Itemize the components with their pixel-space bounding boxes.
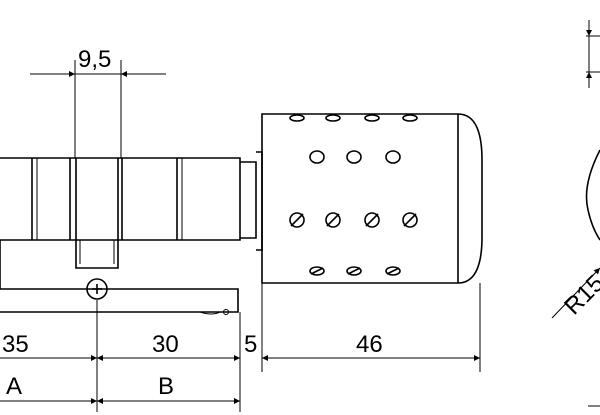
cylinder-body (0, 157, 241, 315)
thumb-turn-knob (261, 113, 483, 284)
bottom-dimensions: 35 30 5 46 A B (0, 250, 481, 412)
dimension-label-30: 30 (152, 331, 179, 358)
dimension-label-b: B (158, 373, 174, 400)
dimension-label-a: A (6, 373, 22, 400)
side-view: R15 (551, 20, 600, 407)
dimension-label-35: 35 (2, 331, 29, 358)
grip-holes (289, 114, 418, 276)
shaft (240, 151, 263, 251)
dimension-9-5: 9,5 (30, 46, 166, 158)
dimension-label-9-5: 9,5 (78, 46, 111, 73)
screw-icon (86, 278, 108, 300)
dimension-label-46: 46 (356, 331, 383, 358)
radius-label-r15: R15 (559, 270, 600, 320)
dimension-label-5: 5 (244, 331, 257, 358)
